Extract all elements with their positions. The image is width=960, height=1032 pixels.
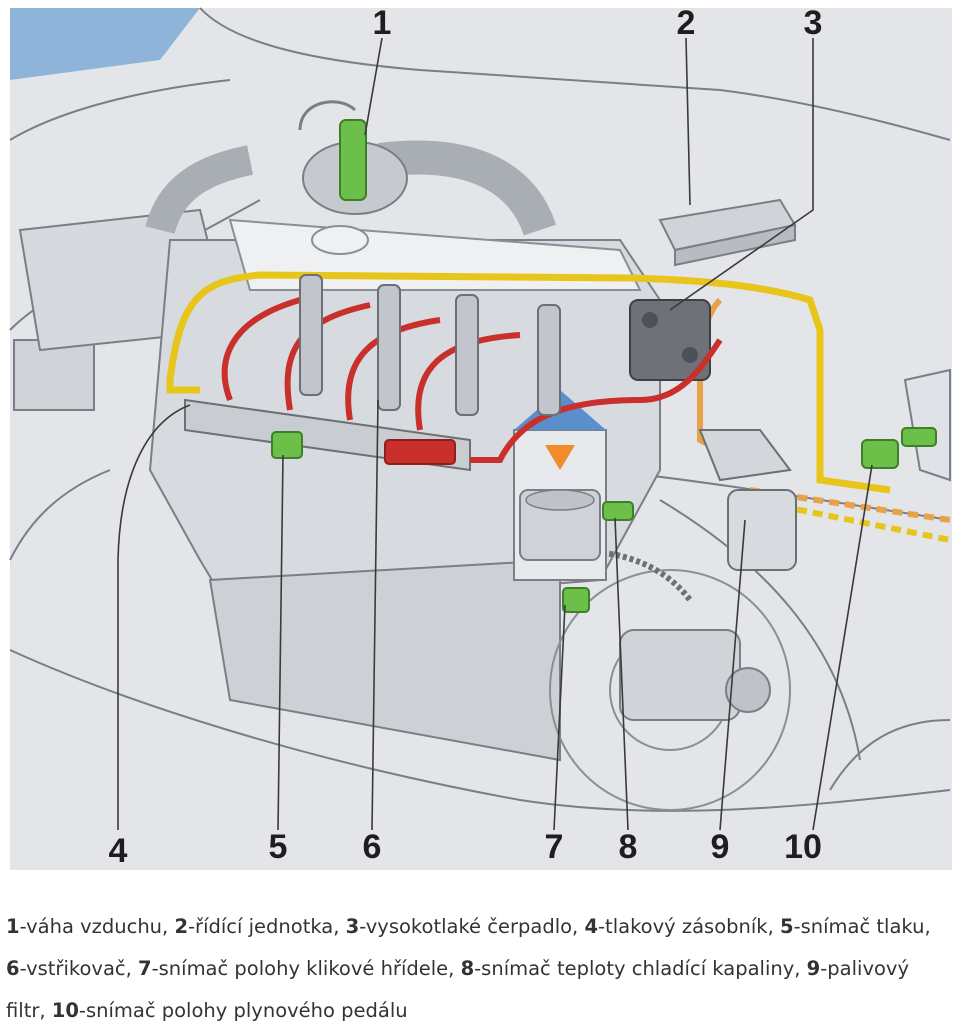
caption-num-8: 8 (460, 957, 475, 980)
injectors (299, 274, 561, 416)
injector-2 (377, 284, 401, 411)
callout-6: 6 (363, 828, 382, 866)
caption-text-5: -snímač tlaku, (793, 915, 931, 938)
callout-3: 3 (804, 4, 823, 42)
caption-text-3: -vysokotlaké čerpadlo, (359, 915, 585, 938)
caption-text-9: -palivový filtr, (6, 957, 909, 1022)
air-mass-meter (298, 100, 408, 215)
injector-4 (537, 304, 561, 416)
rail-pressure-valve (384, 439, 456, 465)
sky-corner (10, 8, 200, 80)
figure-caption: 1-váha vzduchu, 2-řídící jednotka, 3-vys… (6, 906, 954, 1032)
intake-hose (377, 140, 557, 237)
crankshaft-position-sensor (562, 587, 590, 613)
oil-pan (208, 558, 561, 762)
common-rail-diagram: 1 2 3 4 5 6 7 8 9 10 (9, 4, 952, 870)
cylinder-cutaway (513, 390, 607, 581)
ecu-box (658, 198, 797, 267)
callout-1: 1 (373, 4, 392, 42)
caption-num-3: 3 (345, 915, 360, 938)
fuel-filter (698, 429, 797, 571)
rail-pressure-sensor (271, 431, 303, 459)
callout-10: 10 (784, 828, 822, 866)
starter-motor (619, 629, 771, 721)
high-pressure-pump (629, 299, 711, 381)
accelerator-pedal (861, 368, 951, 482)
callout-5: 5 (269, 828, 288, 866)
injector-1 (299, 274, 323, 396)
caption-text-1: -váha vzduchu, (19, 915, 175, 938)
caption-num-7: 7 (138, 957, 152, 980)
callout-8: 8 (619, 828, 638, 866)
caption-text-7: -snímač polohy klikové hřídele, (151, 957, 461, 980)
pedal-position-sensor (861, 439, 899, 469)
injector-3 (455, 294, 479, 416)
caption-num-6: 6 (6, 957, 20, 980)
high-pressure-lines (221, 297, 723, 463)
intake-duct (145, 145, 254, 235)
caption-num-5: 5 (780, 915, 794, 938)
callout-2: 2 (677, 4, 696, 42)
caption-text-4: -tlakový zásobník, (598, 915, 780, 938)
caption-text-10: -snímač polohy plynového pedálu (78, 999, 408, 1022)
callout-numbers: 1 2 3 4 5 6 7 8 9 10 (109, 4, 823, 870)
caption-text-8: -snímač teploty chladící kapaliny, (474, 957, 807, 980)
common-rail (184, 398, 471, 472)
caption-num-1: 1 (6, 915, 20, 938)
coolant-temperature-sensor (602, 501, 634, 521)
caption-text-6: -vstřikovač, (19, 957, 139, 980)
caption-num-4: 4 (584, 915, 599, 938)
caption-num-2: 2 (174, 915, 189, 938)
caption-num-9: 9 (806, 957, 821, 980)
oil-cap (311, 225, 369, 255)
callout-4: 4 (109, 832, 128, 870)
low-pressure-fuel-line (166, 271, 891, 494)
caption-text-2: -řídící jednotka, (188, 915, 346, 938)
battery-block (13, 339, 95, 411)
callout-7: 7 (545, 828, 564, 866)
caption-num-10: 10 (51, 999, 79, 1022)
callout-9: 9 (711, 828, 730, 866)
leader-lines (117, 37, 873, 831)
